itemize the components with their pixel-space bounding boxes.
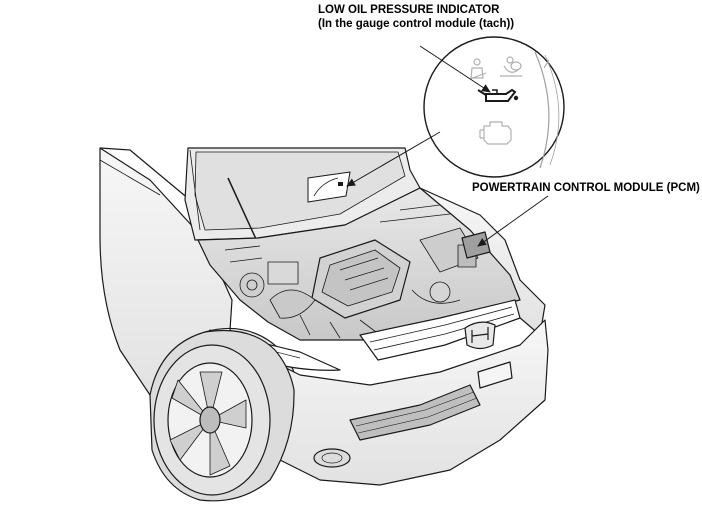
gauge-magnifier (423, 36, 565, 178)
gauge-panel (307, 171, 351, 203)
oil-indicator-leader (419, 45, 491, 93)
fog-light (313, 448, 351, 468)
pcm-leader (477, 195, 549, 247)
leader-lines (346, 45, 549, 247)
oil-indicator-callout: LOW OIL PRESSURE INDICATOR (In the gauge… (318, 3, 514, 31)
tach-dial-arc (534, 51, 550, 169)
seatbelt-icon (469, 58, 487, 80)
gauge-callout (423, 36, 565, 178)
windshield-cowl (99, 148, 161, 196)
pcm-title: POWERTRAIN CONTROL MODULE (PCM) (472, 182, 700, 194)
magnifier-leader (346, 131, 441, 187)
engine-icon (479, 121, 512, 145)
pcm-callout: POWERTRAIN CONTROL MODULE (PCM) (472, 181, 700, 195)
rim-spokes (169, 371, 247, 476)
upper-grille (359, 299, 521, 361)
car-body (99, 147, 549, 502)
oil-indicator-title: LOW OIL PRESSURE INDICATOR (318, 4, 500, 16)
oil-indicator-subtitle: (In the gauge control module (tach)) (318, 18, 515, 30)
airbag-icon (500, 56, 522, 77)
plate-mount (477, 361, 513, 389)
